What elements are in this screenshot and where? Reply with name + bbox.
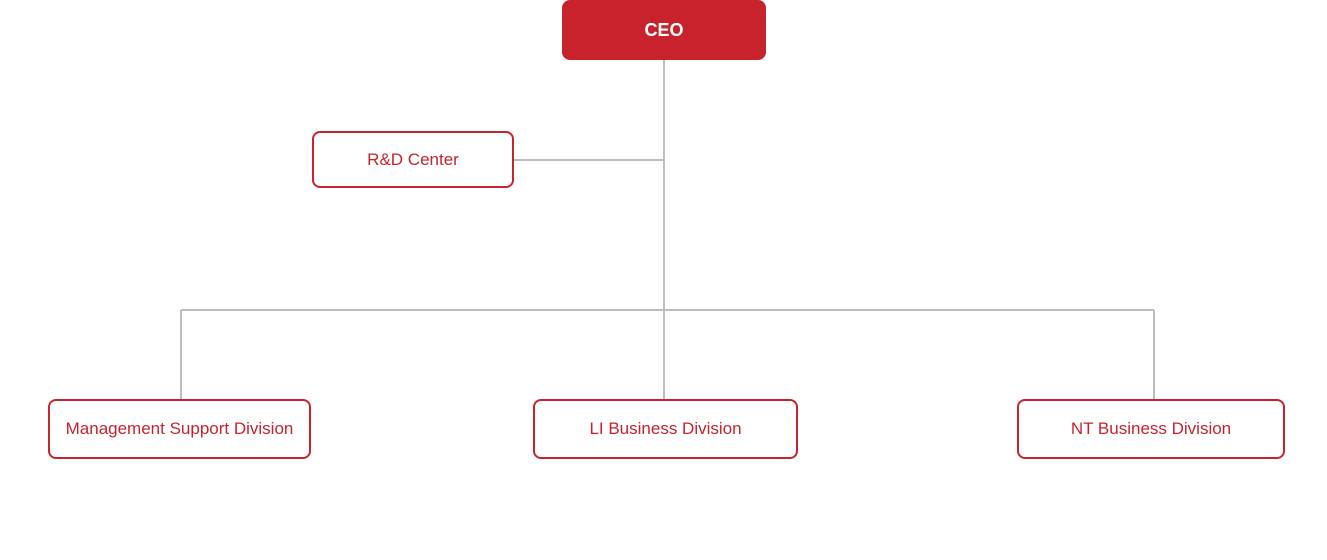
rnd-center-label: R&D Center [367, 149, 459, 169]
management-support-division-label: Management Support Division [65, 419, 294, 438]
ceo-label: CEO [644, 19, 684, 40]
nt-business-division-label: NT Business Division [1070, 419, 1232, 438]
li-business-division-node[interactable]: LI Business Division [533, 399, 798, 459]
management-support-division-node[interactable]: Management Support Division [48, 399, 311, 459]
li-business-division-label: LI Business Division [589, 419, 742, 438]
nt-business-division-node[interactable]: NT Business Division [1017, 399, 1285, 459]
ceo-node[interactable]: CEO [562, 0, 766, 60]
rnd-center-node[interactable]: R&D Center [312, 131, 514, 188]
